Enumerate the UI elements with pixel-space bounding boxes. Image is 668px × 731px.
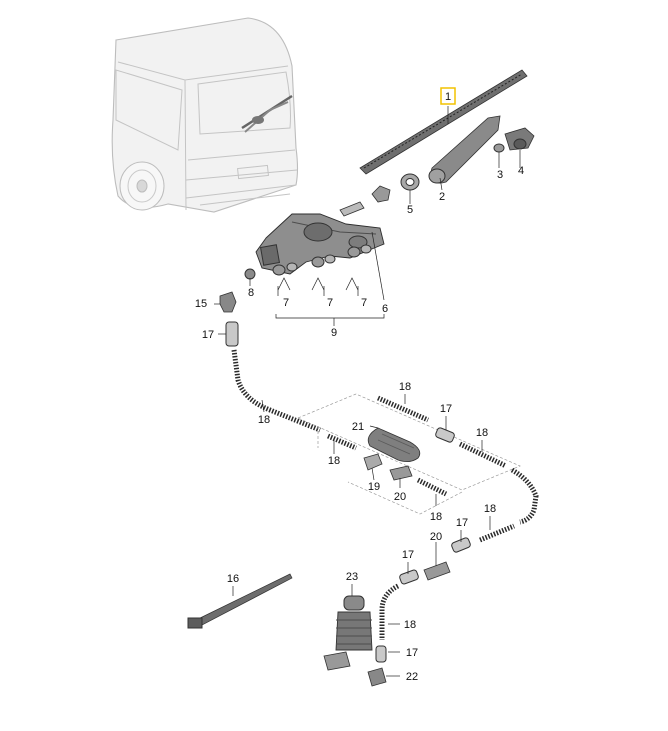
cap-part-3 bbox=[493, 143, 505, 153]
nut-part-5 bbox=[400, 173, 420, 191]
callout-17-d: 17 bbox=[402, 549, 414, 561]
t-piece-19 bbox=[363, 453, 383, 471]
callout-17-e: 17 bbox=[406, 647, 418, 659]
callout-7-b: 7 bbox=[327, 297, 333, 309]
grommets-7 bbox=[272, 244, 372, 276]
callout-labels: 1 2 3 4 5 6 7 7 7 8 9 15 16 17 17 17 17 … bbox=[195, 87, 524, 683]
callout-7-a: 7 bbox=[283, 297, 289, 309]
callout-7-c: 7 bbox=[361, 297, 367, 309]
callout-20-a: 20 bbox=[394, 491, 406, 503]
callout-20-b: 20 bbox=[430, 531, 442, 543]
callout-18-e: 18 bbox=[430, 511, 442, 523]
callout-5: 5 bbox=[407, 204, 413, 216]
tube-connectors-17 bbox=[375, 427, 471, 663]
callout-3: 3 bbox=[497, 169, 503, 181]
callout-17-a: 17 bbox=[202, 329, 214, 341]
washer-pump-23 bbox=[323, 595, 373, 671]
callout-19: 19 bbox=[368, 481, 380, 493]
shaft-grommet bbox=[339, 201, 365, 217]
callout-8: 8 bbox=[248, 287, 254, 299]
callout-6: 6 bbox=[382, 303, 388, 315]
callout-17-c: 17 bbox=[456, 517, 468, 529]
callout-18-d: 18 bbox=[328, 455, 340, 467]
callout-23: 23 bbox=[346, 571, 358, 583]
cable-tie-16 bbox=[187, 573, 293, 629]
sleeve-part-21 bbox=[367, 427, 421, 462]
wiper-blade bbox=[359, 69, 528, 175]
hose-upper bbox=[225, 321, 321, 433]
callout-18-b: 18 bbox=[399, 381, 411, 393]
callout-22: 22 bbox=[406, 671, 418, 683]
callout-16: 16 bbox=[227, 573, 239, 585]
nut-part-8 bbox=[244, 268, 256, 280]
vehicle-illustration bbox=[111, 17, 299, 213]
connector-part-15 bbox=[219, 291, 237, 313]
callout-1-highlight bbox=[440, 87, 456, 105]
valve-20 bbox=[389, 465, 451, 581]
callout-4: 4 bbox=[518, 165, 524, 177]
callout-2: 2 bbox=[439, 191, 445, 203]
nozzle-part-4 bbox=[504, 127, 535, 151]
callout-15: 15 bbox=[195, 298, 207, 310]
callout-21: 21 bbox=[352, 421, 364, 433]
hose-lower bbox=[379, 583, 400, 640]
callout-18-f: 18 bbox=[484, 503, 496, 515]
callout-17-b: 17 bbox=[440, 403, 452, 415]
callout-1: 1 bbox=[445, 91, 451, 103]
callout-9: 9 bbox=[331, 327, 337, 339]
callout-18-g: 18 bbox=[404, 619, 416, 631]
wiper-arm bbox=[428, 115, 501, 184]
callout-18-a: 18 bbox=[258, 414, 270, 426]
leader-lines bbox=[214, 106, 521, 677]
washer bbox=[371, 185, 391, 203]
hose-segments-18 bbox=[327, 395, 539, 543]
callout-18-c: 18 bbox=[476, 427, 488, 439]
wiper-motor bbox=[255, 213, 385, 275]
connector-part-22 bbox=[367, 667, 387, 687]
